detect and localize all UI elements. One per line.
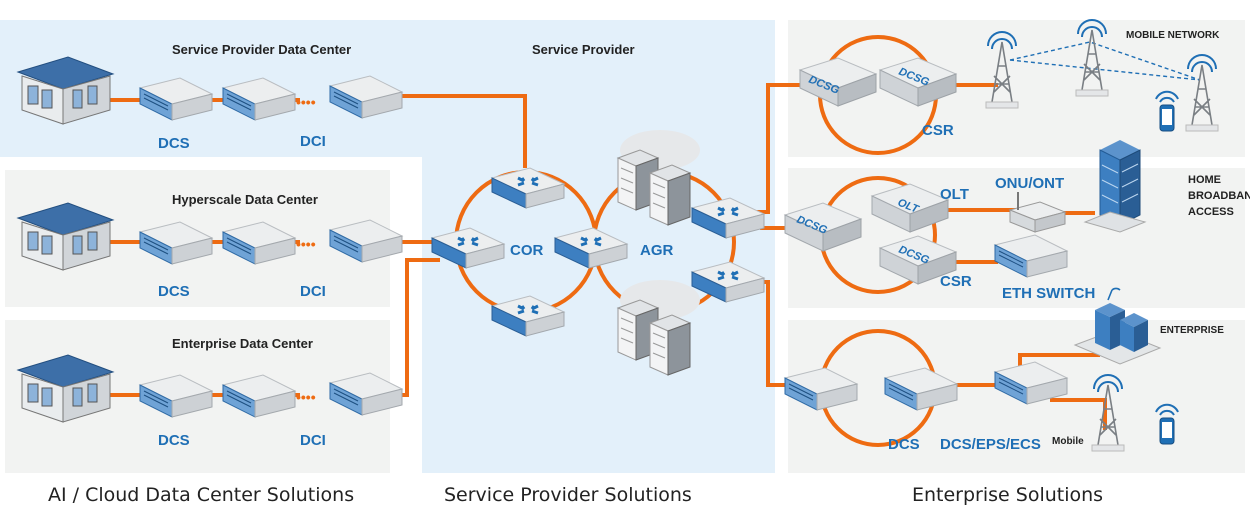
dci-label: DCI	[300, 133, 326, 150]
olt-label: OLT	[940, 186, 969, 203]
dci-label: DCI	[300, 432, 326, 449]
server-icon	[139, 77, 213, 121]
wifi-router-icon	[1008, 192, 1067, 233]
eth-switch-label: ETH SWITCH	[1002, 285, 1096, 302]
switch-icon	[994, 361, 1068, 405]
server-icon	[139, 374, 213, 418]
switch-icon	[994, 234, 1068, 278]
cloud-server-icon	[617, 130, 700, 226]
server-icon	[329, 219, 403, 263]
dci-label: DCI	[300, 283, 326, 300]
router-icon	[553, 226, 629, 270]
server-icon	[222, 374, 296, 418]
server-icon	[139, 221, 213, 265]
wireless-links	[1009, 41, 1201, 81]
mobile-label: Mobile	[1052, 436, 1084, 447]
enterprise-dc-title: Enterprise Data Center	[172, 336, 313, 351]
cell-tower-icon	[1185, 54, 1219, 132]
datacenter-building-icon	[17, 56, 114, 125]
router-icon	[690, 260, 766, 304]
dcsg-device: DCSG	[784, 202, 862, 252]
onu-ont-label: ONU/ONT	[995, 175, 1065, 192]
dcsg-device: DCSG	[799, 57, 877, 107]
csr-label: CSR	[940, 273, 972, 290]
dcs-label: DCS	[158, 432, 190, 449]
dcs-eps-ecs-label: DCS/EPS/ECS	[940, 436, 1041, 453]
router-icon	[430, 226, 506, 270]
cell-tower-icon	[1075, 19, 1109, 97]
home-broadband-title: HOME BROADBAND ACCESS	[1188, 174, 1250, 218]
dcs-label: DCS	[158, 283, 190, 300]
cell-tower-icon	[985, 31, 1019, 109]
cell-tower-icon	[1091, 374, 1125, 452]
broadband-panel-bg	[788, 168, 1245, 308]
csr-label: CSR	[922, 122, 954, 139]
dcsg-device: DCSG	[879, 235, 957, 285]
datacenter-building-icon	[17, 354, 114, 423]
office-building-icon	[1083, 140, 1147, 233]
server-icon	[329, 75, 403, 119]
dots-row-2: ••••	[296, 236, 316, 252]
cor-label: COR	[510, 242, 544, 259]
olt-device: OLT	[871, 183, 949, 233]
dots-row-3: ••••	[296, 389, 316, 405]
agr-label: AGR	[640, 242, 674, 259]
datacenter-building-icon	[17, 202, 114, 271]
router-icon	[690, 196, 766, 240]
cloud-server-icon	[617, 280, 700, 376]
hyperscale-title: Hyperscale Data Center	[172, 192, 318, 207]
footer-ai-cloud: AI / Cloud Data Center Solutions	[48, 484, 355, 506]
service-provider-title: Service Provider	[532, 42, 635, 57]
router-icon	[490, 294, 566, 338]
dcs-label: DCS	[888, 436, 920, 453]
server-icon	[222, 221, 296, 265]
server-icon	[884, 367, 958, 411]
server-icon	[329, 372, 403, 416]
dcsg-device: DCSG	[879, 57, 957, 107]
dcs-label: DCS	[158, 135, 190, 152]
server-icon	[784, 367, 858, 411]
footer-service-provider: Service Provider Solutions	[444, 484, 692, 506]
smartphone-icon	[1155, 90, 1179, 132]
enterprise-title: ENTERPRISE	[1160, 325, 1224, 336]
dots-row-1: ••••	[296, 94, 316, 110]
enterprise-campus-icon	[1073, 287, 1162, 365]
mobile-network-title: MOBILE NETWORK	[1126, 30, 1220, 41]
footer-enterprise: Enterprise Solutions	[912, 484, 1104, 506]
sp-dc-title: Service Provider Data Center	[172, 42, 352, 57]
server-icon	[222, 77, 296, 121]
smartphone-icon	[1155, 403, 1179, 445]
